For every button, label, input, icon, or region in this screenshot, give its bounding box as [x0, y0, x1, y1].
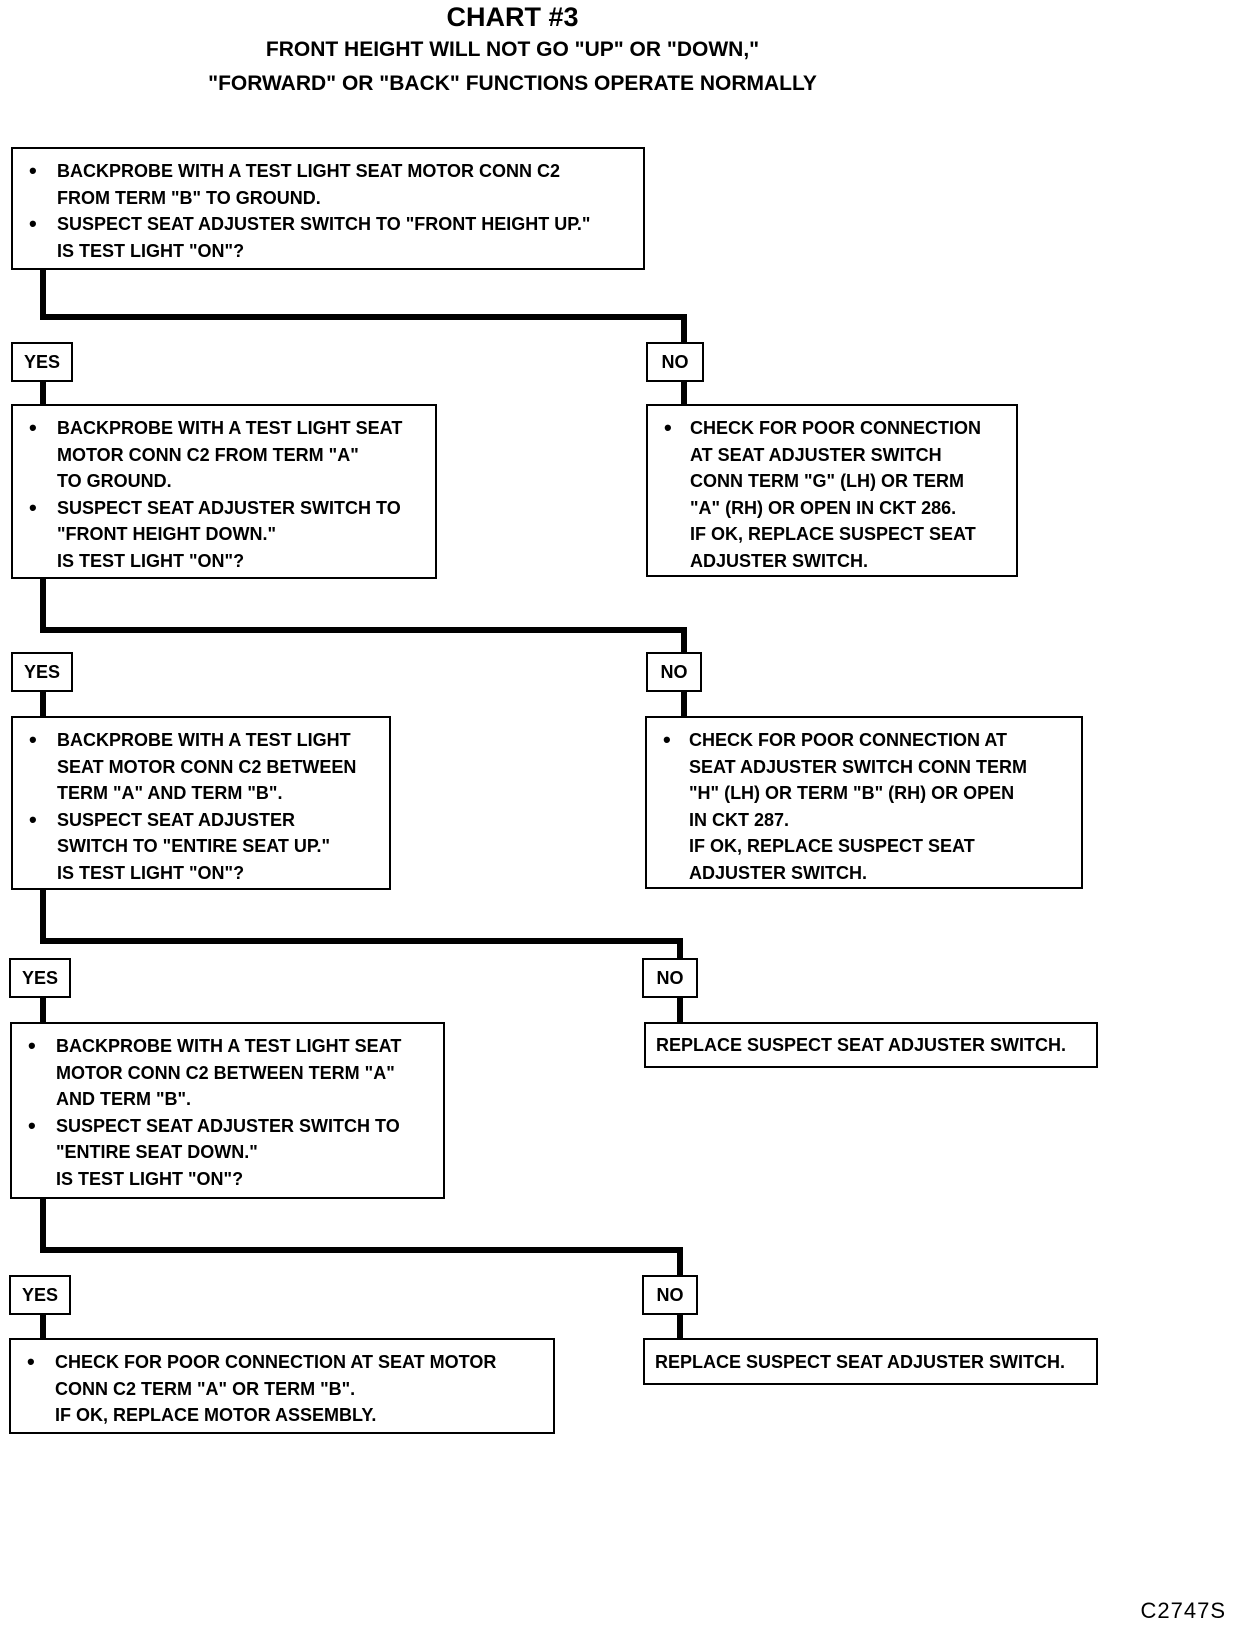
connector-line [40, 627, 687, 633]
yes-label: YES [9, 1275, 71, 1315]
chart-title: CHART #3 [446, 2, 579, 32]
step-bullet: BACKPROBE WITH A TEST LIGHT SEAT MOTOR C… [25, 158, 631, 211]
connector-line [681, 627, 687, 653]
step-bullet: SUSPECT SEAT ADJUSTER SWITCH TO"ENTIRE S… [24, 1113, 431, 1193]
no-label: NO [646, 652, 702, 692]
connector-line [40, 888, 46, 944]
connector-line [40, 1197, 46, 1253]
connector-line [40, 1312, 46, 1338]
connector-line [40, 380, 46, 404]
connector-line [681, 690, 687, 716]
step-box-1: BACKPROBE WITH A TEST LIGHT SEAT MOTOR C… [11, 147, 645, 270]
figure-code: C2747S [1140, 1598, 1226, 1623]
no-label: NO [646, 342, 704, 382]
connector-line [40, 268, 46, 320]
connector-line [40, 996, 46, 1022]
chart-subtitle-line-1: FRONT HEIGHT WILL NOT GO "UP" OR "DOWN," [265, 38, 760, 61]
yes-label: YES [11, 342, 73, 382]
no-result-box-3: REPLACE SUSPECT SEAT ADJUSTER SWITCH. [644, 1022, 1098, 1068]
yes-label: YES [11, 652, 73, 692]
no-label: NO [642, 1275, 698, 1315]
connector-line [681, 314, 687, 344]
connector-line [40, 314, 687, 320]
step-bullet: SUSPECT SEAT ADJUSTER SWITCH TO"FRONT HE… [25, 495, 423, 575]
result-text: REPLACE SUSPECT SEAT ADJUSTER SWITCH. [656, 1035, 1067, 1055]
connector-line [40, 938, 683, 944]
connector-line [677, 1247, 683, 1275]
connector-line [40, 1247, 683, 1253]
step-bullet: CHECK FOR POOR CONNECTION AT SEAT MOTORC… [23, 1349, 541, 1429]
yes-label: YES [9, 958, 71, 998]
step-box-5: CHECK FOR POOR CONNECTION AT SEAT MOTORC… [9, 1338, 555, 1434]
no-label: NO [642, 958, 698, 998]
no-result-box-4: REPLACE SUSPECT SEAT ADJUSTER SWITCH. [643, 1338, 1098, 1385]
connector-line [40, 577, 46, 633]
result-text: REPLACE SUSPECT SEAT ADJUSTER SWITCH. [655, 1352, 1066, 1372]
step-bullet: SUSPECT SEAT ADJUSTER SWITCH TO "FRONT H… [25, 211, 631, 264]
chart-subtitle-line-2: "FORWARD" OR "BACK" FUNCTIONS OPERATE NO… [208, 72, 817, 95]
connector-line [681, 380, 687, 404]
connector-line [677, 996, 683, 1022]
connector-line [40, 690, 46, 716]
connector-line [677, 938, 683, 960]
connector-line [677, 1312, 683, 1338]
